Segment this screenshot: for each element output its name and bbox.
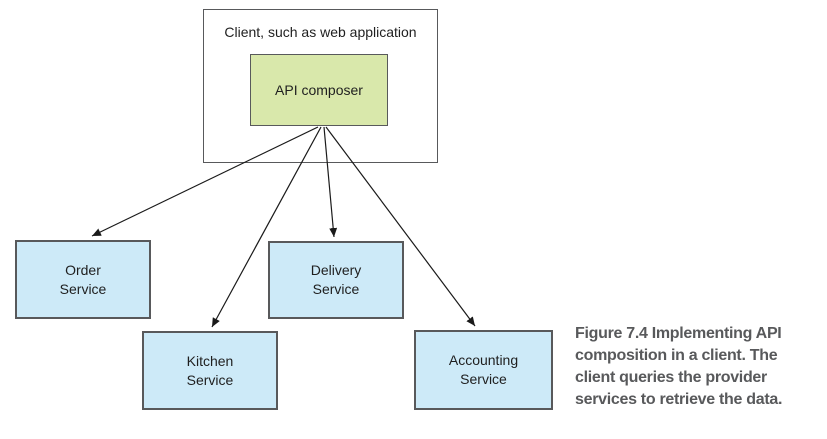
figure-caption: Figure 7.4 Implementing API composition … <box>575 323 827 411</box>
figure-caption-line: Figure 7.4 Implementing API <box>575 325 782 342</box>
service-box-accounting: Accounting Service <box>414 330 553 410</box>
api-composer-label: API composer <box>275 81 363 98</box>
service-box-delivery: Delivery Service <box>268 241 404 319</box>
figure-caption-line: client queries the provider <box>575 369 767 386</box>
service-box-kitchen: Kitchen Service <box>142 331 278 410</box>
figure-caption-line: services to retrieve the data. <box>575 391 783 408</box>
client-box-label: Client, such as web application <box>224 24 417 40</box>
api-composer-box: API composer <box>250 54 388 126</box>
service-label-order: Order Service <box>59 261 107 297</box>
service-box-order: Order Service <box>15 240 151 319</box>
figure-caption-line: composition in a client. The <box>575 347 778 364</box>
service-label-accounting: Accounting Service <box>448 352 519 387</box>
service-label-kitchen: Kitchen Service <box>186 352 234 388</box>
service-label-delivery: Delivery Service <box>310 262 362 297</box>
